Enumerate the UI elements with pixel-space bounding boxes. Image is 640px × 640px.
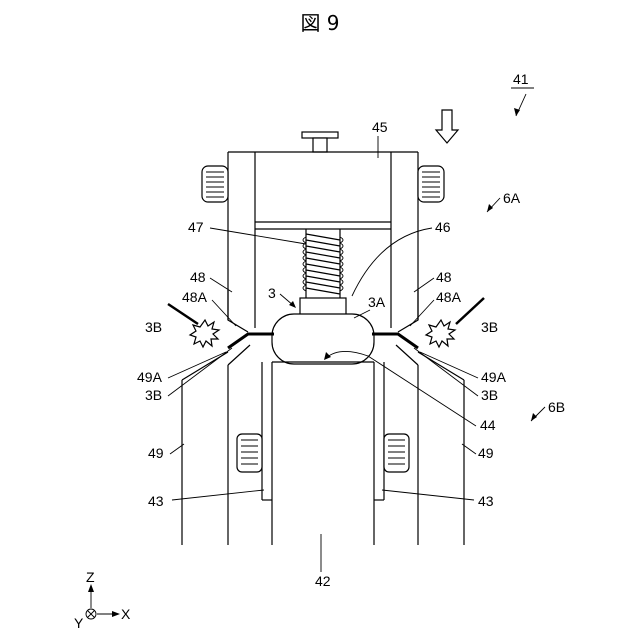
label-48-left: 48: [190, 269, 206, 285]
tab-3B-right: [372, 334, 418, 348]
label-46: 46: [435, 219, 451, 235]
pusher-46: [300, 298, 346, 316]
label-3A: 3A: [368, 294, 386, 310]
label-3B-left-bot-leader: [168, 348, 232, 396]
lower-block-43: [262, 362, 384, 500]
label-47: 47: [188, 219, 204, 235]
label-48-right: 48: [436, 269, 452, 285]
label-48A-left: 48A: [182, 289, 208, 305]
tab-3B-left: [228, 334, 274, 348]
label-48A-right: 48A: [436, 289, 462, 305]
axis-indicator: [86, 584, 120, 619]
label-43-right: 43: [478, 493, 494, 509]
label-41: 41: [513, 71, 529, 87]
left-guide-48: [228, 290, 255, 332]
label-45: 45: [372, 119, 388, 135]
probe-left: [168, 304, 198, 324]
label-48A-left-leader: [212, 300, 236, 326]
label-46-leader: [352, 228, 432, 296]
spark-left-icon: [190, 320, 219, 347]
label-43-left: 43: [148, 493, 164, 509]
label-44: 44: [480, 417, 496, 433]
axis-y-label: Y: [74, 615, 84, 631]
label-47-leader: [210, 228, 306, 244]
upper-right-knob: [418, 166, 444, 202]
lower-left-knob: [237, 434, 262, 472]
battery-cell-3A: [272, 314, 374, 364]
top-knob: [302, 132, 338, 152]
axis-z-label: Z: [86, 569, 95, 585]
label-3B-right-bot-leader: [414, 348, 478, 396]
figure-title: 図 9: [300, 11, 339, 35]
label-49A-left: 49A: [137, 369, 163, 385]
press-direction-arrow: [436, 110, 458, 143]
label-6B-arrowhead: [531, 413, 537, 421]
label-48-left-leader: [210, 278, 232, 292]
label-49A-right: 49A: [481, 369, 507, 385]
label-43-left-leader: [172, 490, 264, 500]
label-3B-left-top: 3B: [145, 319, 162, 335]
spring-47: [303, 229, 343, 298]
upper-left-knob: [202, 166, 228, 202]
label-6A-arrowhead: [487, 204, 493, 212]
axis-x-label: X: [121, 606, 131, 622]
label-6B: 6B: [548, 399, 565, 415]
label-3B-right-top: 3B: [481, 319, 498, 335]
label-49-right: 49: [478, 445, 494, 461]
lower-right-knob: [384, 434, 409, 472]
label-48A-right-leader: [410, 300, 434, 326]
label-43-right-leader: [382, 490, 474, 500]
label-3B-left-bot: 3B: [145, 387, 162, 403]
right-guide-48: [391, 290, 418, 332]
label-48-right-leader: [414, 278, 434, 292]
spark-right-icon: [426, 320, 455, 347]
label-6A: 6A: [503, 190, 521, 206]
label-49-left: 49: [148, 445, 164, 461]
label-3B-right-bot: 3B: [481, 387, 498, 403]
label-3: 3: [268, 285, 276, 301]
base-42: [272, 362, 374, 545]
label-42: 42: [315, 573, 331, 589]
